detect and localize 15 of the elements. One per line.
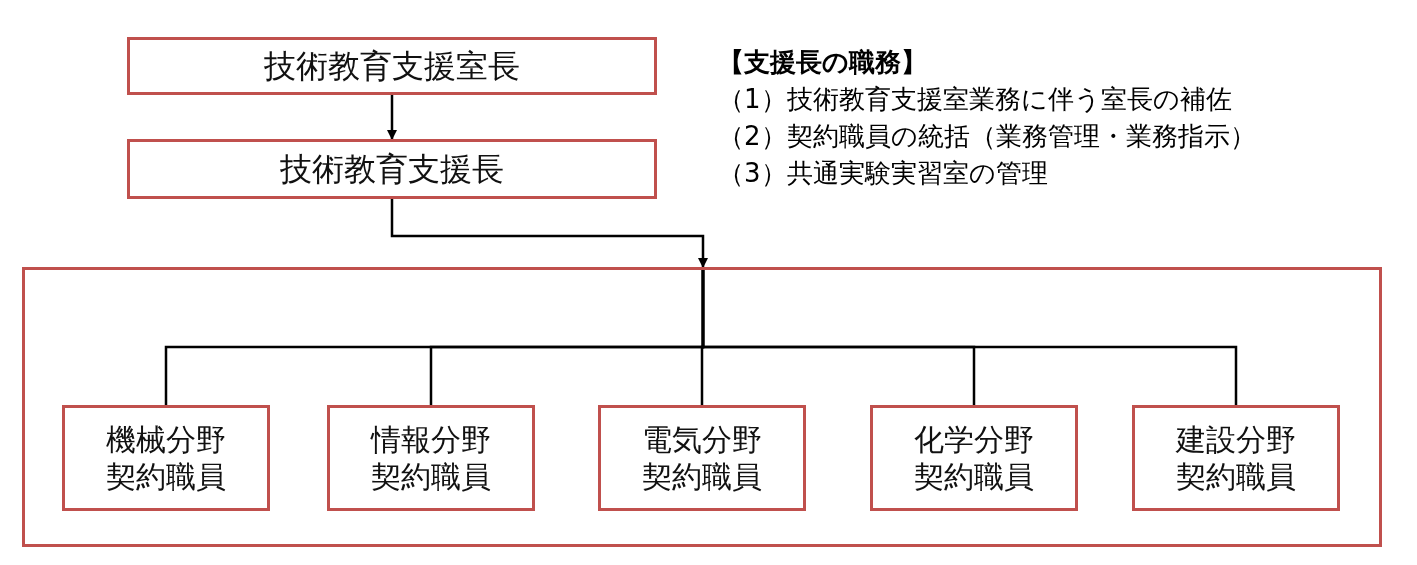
role-box: 機械分野契約職員 bbox=[62, 405, 270, 511]
duties-heading: 【支援長の職務】 bbox=[718, 46, 928, 79]
role-box: 情報分野契約職員 bbox=[327, 405, 535, 511]
role-box: 化学分野契約職員 bbox=[870, 405, 1078, 511]
connector-line bbox=[387, 95, 397, 140]
group-frame bbox=[22, 267, 1382, 547]
connector-line bbox=[701, 267, 1238, 405]
role-box: 建設分野契約職員 bbox=[1132, 405, 1340, 511]
duty-item: （3）共通実験実習室の管理 bbox=[718, 157, 1049, 190]
duty-item: （2）契約職員の統括（業務管理・業務指示） bbox=[718, 120, 1256, 153]
role-box: 技術教育支援室長 bbox=[127, 37, 657, 95]
role-box: 電気分野契約職員 bbox=[598, 405, 806, 511]
duty-item: （1）技術教育支援室業務に伴う室長の補佐 bbox=[718, 83, 1233, 116]
connector-line bbox=[390, 199, 708, 268]
role-box: 技術教育支援長 bbox=[127, 139, 657, 199]
